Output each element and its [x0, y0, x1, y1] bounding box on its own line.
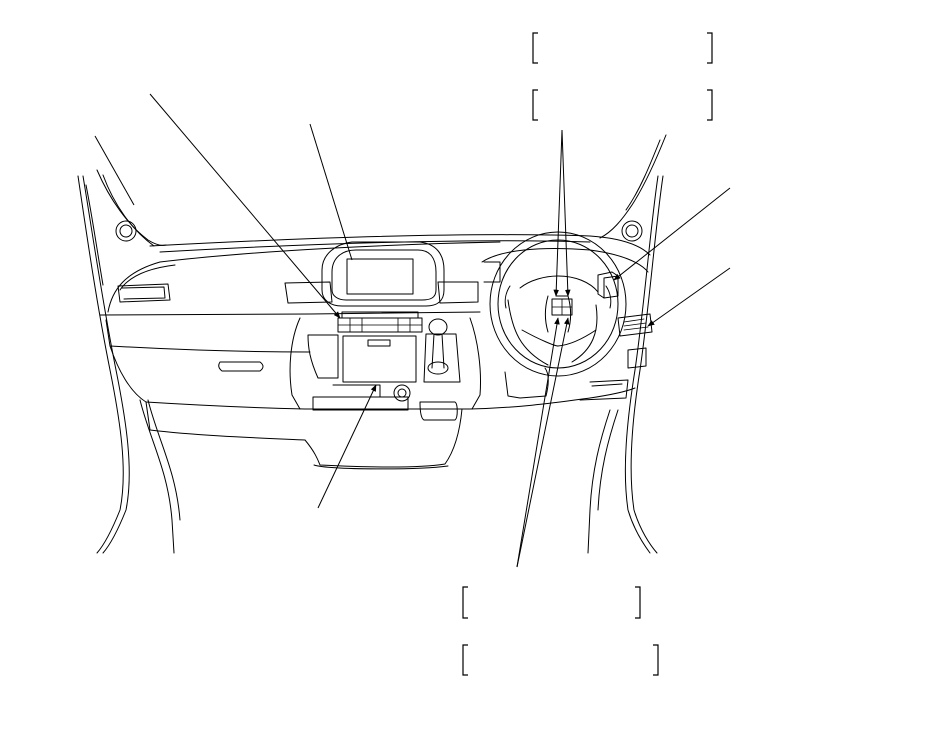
dashboard-body	[99, 234, 651, 470]
leader-audio-unit	[317, 384, 377, 509]
center-stack-switches	[337, 311, 423, 333]
leader-right-switch-panel	[647, 267, 731, 327]
steering-switch-unit	[551, 295, 573, 316]
leader-left-pillar	[94, 135, 135, 206]
left-pillar	[77, 169, 181, 554]
callout-bracket-bottom-1	[462, 586, 641, 619]
leader-center-switches	[149, 93, 341, 319]
right-switch-panel	[617, 313, 653, 369]
right-pillar	[587, 134, 667, 554]
callout-bracket-bottom-2	[462, 644, 659, 676]
center-audio-unit	[307, 334, 417, 383]
combination-switch	[597, 271, 619, 299]
center-meter-display	[321, 241, 445, 307]
callout-bracket-top-2	[532, 89, 713, 121]
callout-bracket-top-1	[532, 32, 713, 64]
gear-shift	[423, 318, 461, 383]
leader-steering-switch-2	[561, 129, 571, 297]
leader-combination-switch	[613, 187, 731, 281]
leader-steering-switch-1	[553, 129, 563, 297]
leader-lines	[94, 93, 731, 568]
leader-meter-display	[309, 123, 353, 261]
lower-console	[312, 384, 458, 421]
leader-steering-switch-4	[516, 317, 570, 568]
leader-steering-switch-3	[516, 317, 560, 568]
